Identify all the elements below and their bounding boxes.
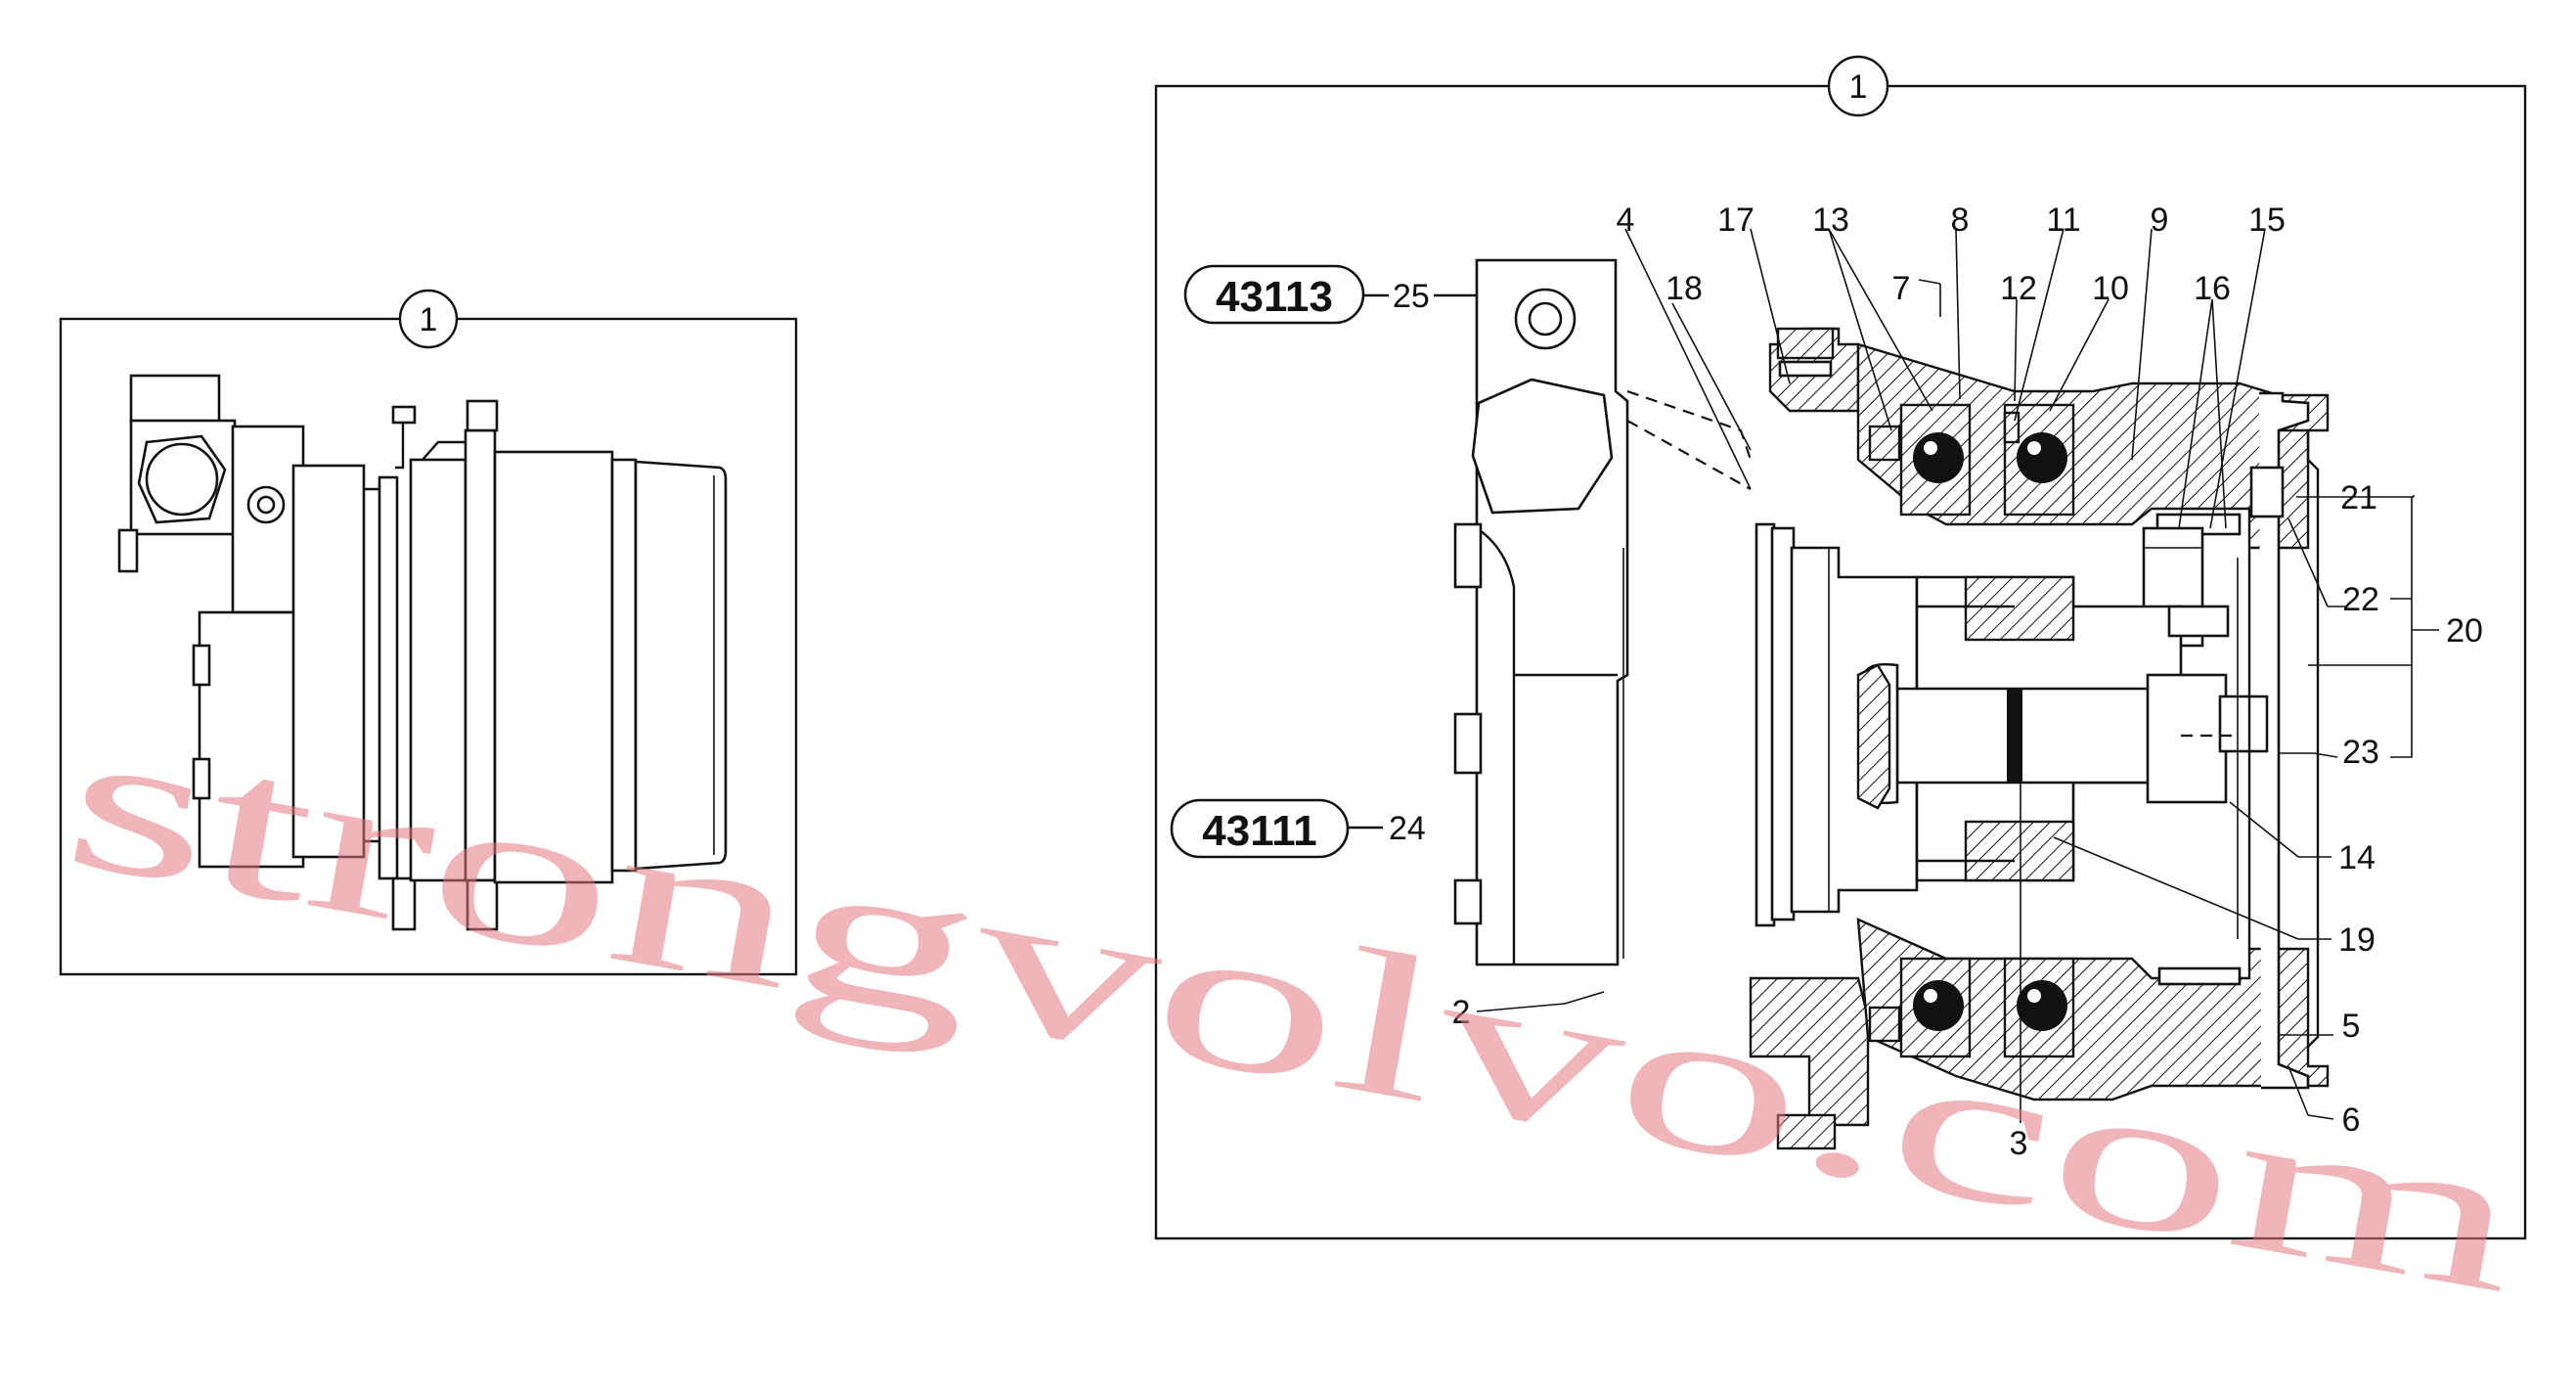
item-label-8: 8: [1951, 202, 1970, 239]
left-view-callout: 1: [398, 289, 459, 349]
item-label-25: 25: [1393, 278, 1430, 315]
item-labels: 4 17 13 8 11 9 15 18 7 12 10 16 21 22 20…: [1452, 202, 2483, 1162]
section-drawing: [1453, 258, 2330, 1150]
item-label-19: 19: [2338, 921, 2376, 959]
item-label-4: 4: [1617, 202, 1635, 239]
item-label-5: 5: [2342, 1008, 2361, 1045]
ref-box-43113[interactable]: 43113 25: [1183, 264, 1477, 325]
item-label-13: 13: [1812, 202, 1849, 239]
item-label-2: 2: [1452, 994, 1471, 1031]
item-label-7: 7: [1892, 270, 1911, 307]
left-callout-number: 1: [420, 301, 438, 338]
item-label-10: 10: [2092, 270, 2129, 307]
motor-outline: [117, 374, 728, 931]
item-label-3: 3: [2010, 1125, 2028, 1162]
section-callout-number: 1: [1849, 68, 1868, 106]
item-label-22: 22: [2342, 581, 2379, 618]
left-view: 1: [59, 289, 798, 976]
item-label-20: 20: [2446, 612, 2483, 650]
item-label-21: 21: [2340, 479, 2377, 516]
section-view-callout: 1: [1827, 55, 1889, 117]
item-label-15: 15: [2248, 202, 2286, 239]
item-label-6: 6: [2342, 1101, 2361, 1139]
ref-code: 43111: [1202, 807, 1317, 855]
item-label-23: 23: [2342, 734, 2379, 771]
item-label-24: 24: [1389, 810, 1426, 847]
item-label-18: 18: [1666, 270, 1703, 307]
leader-lines: [1476, 228, 2439, 1123]
ref-box-43111[interactable]: 43111 24: [1170, 798, 1426, 859]
item-label-9: 9: [2151, 202, 2169, 239]
item-label-17: 17: [1717, 202, 1754, 239]
section-view: 1 43113 25 43111 24: [1154, 55, 2527, 1240]
ref-code: 43113: [1216, 273, 1333, 321]
item-label-14: 14: [2338, 839, 2376, 876]
item-label-16: 16: [2194, 270, 2231, 307]
item-label-11: 11: [2046, 202, 2080, 239]
item-label-12: 12: [2000, 270, 2037, 307]
